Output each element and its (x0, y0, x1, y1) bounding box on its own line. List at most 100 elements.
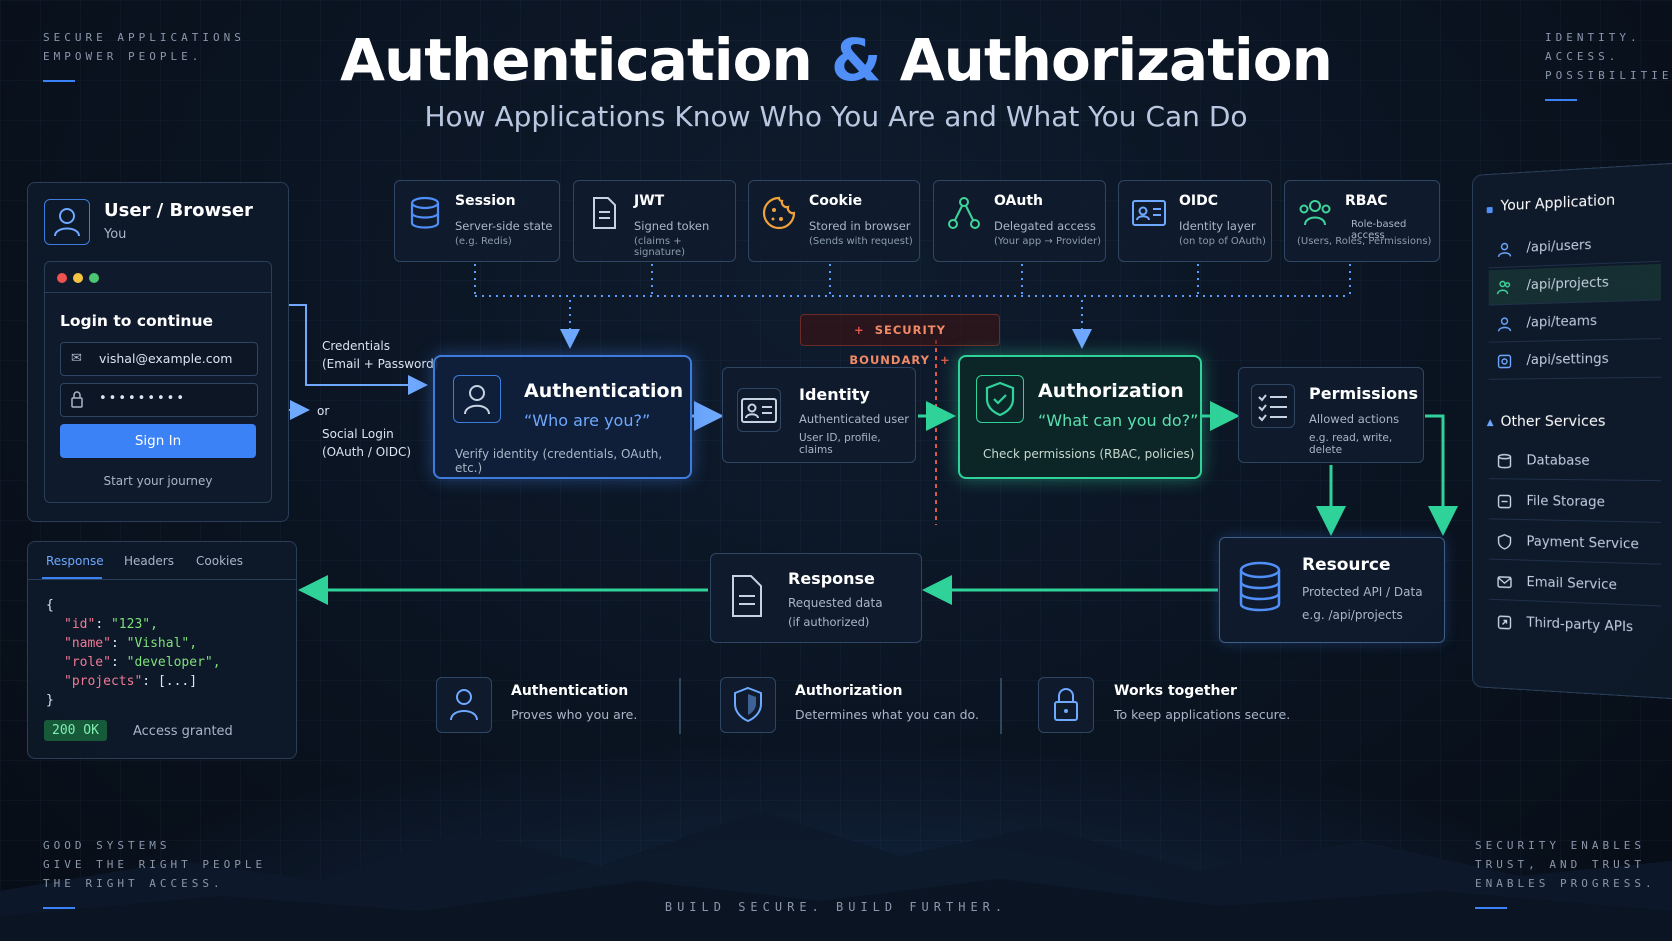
status-text: Access granted (133, 724, 233, 739)
note-title: Authorization (795, 683, 979, 699)
sidebar-item-api-settings[interactable]: /api/settings (1489, 341, 1661, 380)
sidebar-item-api-teams[interactable]: /api/teams (1489, 303, 1661, 343)
social-login-label: Social Login (OAuth / OIDC) (322, 425, 411, 461)
json-key: "projects" (64, 674, 142, 689)
authentication-question: “Who are you?” (524, 411, 650, 430)
json-brace: } (46, 691, 221, 710)
concept-card-rbac: RBAC Role-based access (Users, Roles, Pe… (1284, 180, 1440, 262)
sidebar-item-label: Payment Service (1526, 534, 1638, 552)
sidebar-item-label: /api/teams (1526, 314, 1596, 331)
credentials-label: Credentials (Email + Password) (322, 337, 438, 373)
window-maximize-dot (89, 273, 99, 283)
authentication-title: Authentication (524, 380, 683, 402)
id-card-icon (737, 388, 781, 432)
application-sidebar: Your Application /api/users /api/project… (1472, 162, 1672, 700)
sidebar-item-third-party-apis[interactable]: Third-party APIs (1489, 605, 1661, 648)
login-heading: Login to continue (60, 312, 213, 330)
user-icon (1497, 316, 1513, 333)
security-boundary-label: + SECURITY BOUNDARY + (800, 314, 1000, 346)
json-key: "id" (64, 617, 95, 632)
concept-detail: (on top of OAuth) (1179, 236, 1266, 247)
sidebar-item-label: Third-party APIs (1526, 615, 1633, 635)
note-authorization: Authorization Determines what you can do… (795, 683, 979, 722)
tab-divider (28, 579, 296, 580)
response-desc: Requested data (788, 596, 883, 610)
shield-check-icon (976, 375, 1024, 423)
document-icon (586, 195, 622, 231)
sidebar-item-api-users[interactable]: /api/users (1489, 225, 1661, 268)
note-title: Works together (1114, 683, 1290, 699)
authorization-desc: Check permissions (RBAC, policies) (983, 447, 1194, 461)
database-icon (407, 195, 443, 231)
lock-icon (71, 390, 83, 406)
shield-icon (720, 677, 776, 733)
sidebar-item-file-storage[interactable]: File Storage (1489, 484, 1661, 523)
mail-icon: ✉ (71, 351, 82, 366)
json-line: "projects": [...] (46, 672, 221, 691)
checklist-icon (1251, 384, 1295, 428)
boundary-marker-icon: + (854, 323, 865, 337)
json-key: "role" (64, 655, 111, 670)
sign-in-button[interactable]: Sign In (60, 424, 256, 458)
user-browser-panel: User / Browser You Login to continue ✉ v… (27, 182, 289, 522)
journey-text: Start your journey (45, 474, 271, 488)
sidebar-item-label: Email Service (1526, 575, 1616, 594)
resource-title: Resource (1302, 555, 1391, 575)
concept-card-session: Session Server-side state (e.g. Redis) (394, 180, 560, 262)
concept-title: RBAC (1345, 193, 1388, 209)
json-key: "name" (64, 636, 111, 651)
concept-card-oidc: OIDC Identity layer (on top of OAuth) (1118, 180, 1272, 262)
concept-detail: (e.g. Redis) (455, 236, 512, 247)
resource-detail: e.g. /api/projects (1302, 608, 1403, 622)
note-authentication: Authentication Proves who you are. (511, 683, 637, 722)
concept-title: OAuth (994, 193, 1043, 209)
tab-response[interactable]: Response (46, 554, 104, 568)
note-works-together: Works together To keep applications secu… (1114, 683, 1290, 722)
settings-icon (1497, 353, 1513, 369)
sidebar-item-api-projects[interactable]: /api/projects (1489, 264, 1661, 306)
note-desc: To keep applications secure. (1114, 707, 1290, 722)
json-value: "Vishal", (127, 636, 197, 651)
external-api-icon (1497, 614, 1513, 631)
response-box: Response Requested data (if authorized) (710, 553, 922, 643)
file-storage-icon (1497, 493, 1513, 509)
user-icon (453, 375, 501, 423)
json-value: "developer", (127, 655, 221, 670)
social-text: Social Login (322, 425, 411, 443)
concept-detail: (Sends with request) (809, 236, 913, 247)
tab-cookies[interactable]: Cookies (196, 554, 243, 568)
json-value: "123", (111, 617, 158, 632)
sidebar-item-payment-service[interactable]: Payment Service (1489, 524, 1661, 564)
sidebar-item-email-service[interactable]: Email Service (1489, 565, 1661, 607)
window-close-dot (57, 273, 67, 283)
chevron-up-icon: ▲ (1487, 418, 1494, 428)
password-field[interactable]: ••••••••• (60, 383, 258, 417)
email-value: vishal@example.com (99, 351, 232, 366)
credentials-text: Credentials (322, 337, 438, 355)
authentication-box: Authentication “Who are you?” Verify ide… (433, 355, 692, 479)
concept-title: JWT (634, 193, 664, 209)
note-desc: Proves who you are. (511, 707, 637, 722)
concept-card-jwt: JWT Signed token (claims + signature) (573, 180, 736, 262)
app-heading: Your Application (1501, 192, 1616, 214)
json-line: "name": "Vishal", (46, 634, 221, 653)
authorization-box: Authorization “What can you do?” Check p… (958, 355, 1202, 479)
identity-detail: User ID, profile, claims (799, 432, 915, 456)
credentials-sub-text: (Email + Password) (322, 355, 438, 373)
concept-title: OIDC (1179, 193, 1218, 209)
sidebar-item-label: /api/projects (1526, 275, 1608, 293)
sidebar-item-label: Database (1526, 453, 1589, 469)
json-line: "role": "developer", (46, 653, 221, 672)
email-field[interactable]: ✉ vishal@example.com (60, 342, 258, 376)
json-line: "id": "123", (46, 615, 221, 634)
user-title: User / Browser (104, 200, 253, 221)
shield-icon (1497, 534, 1513, 551)
permissions-detail: e.g. read, write, delete (1309, 432, 1423, 456)
users-group-icon (1297, 195, 1333, 231)
section-bullet-icon (1487, 207, 1493, 213)
users-group-icon (1497, 279, 1513, 296)
sidebar-item-database[interactable]: Database (1489, 444, 1661, 481)
social-sub-text: (OAuth / OIDC) (322, 443, 411, 461)
tab-headers[interactable]: Headers (124, 554, 174, 568)
concept-detail: (Your app → Provider) (994, 236, 1101, 247)
